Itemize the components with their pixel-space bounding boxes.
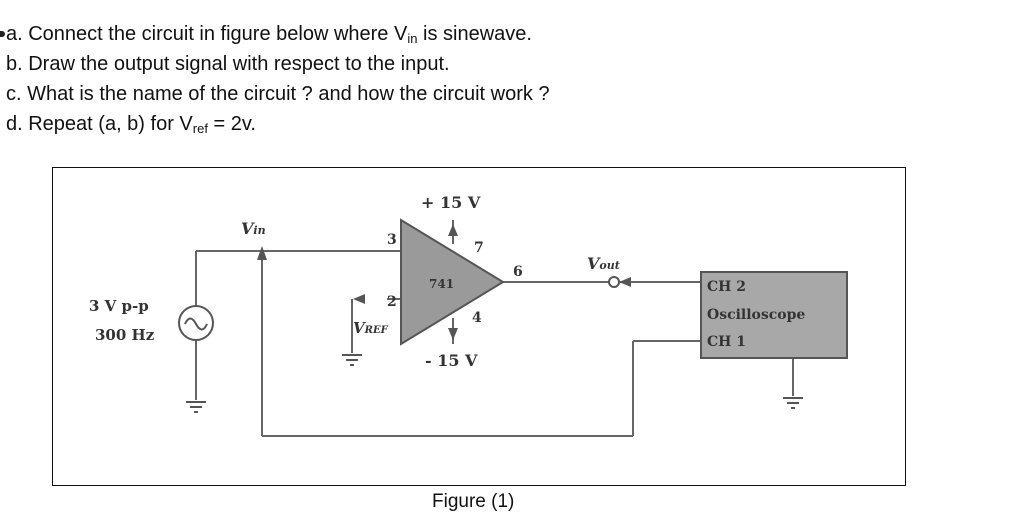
- figure-caption: Figure (1): [432, 491, 515, 512]
- vin-arrow-icon: [257, 246, 267, 260]
- pin-4-label: 4: [472, 310, 482, 326]
- sine-wave-icon: [184, 317, 208, 331]
- vin-label: Vin: [241, 219, 266, 238]
- vplus-label: + 15 V: [421, 193, 481, 212]
- vminus-arrow-icon: [448, 328, 458, 340]
- ch2-label: CH 2: [707, 279, 746, 295]
- vplus-arrow-icon: [448, 224, 458, 236]
- question-a: a. Connect the circuit in figure below w…: [6, 23, 532, 46]
- vref-arrow-icon: [353, 294, 365, 304]
- oscilloscope-box: [700, 271, 848, 359]
- question-d: d. Repeat (a, b) for Vref = 2v.: [6, 113, 256, 136]
- pin-2-label: 2: [387, 294, 397, 310]
- circuit-diagram: 741 CH 2 Oscilloscope CH 1 + 15 V - 15 V…: [89, 193, 848, 437]
- pin-3-label: 3: [387, 232, 397, 248]
- source-amplitude-label: 3 V p-p: [89, 297, 149, 315]
- opamp-triangle: [400, 218, 505, 346]
- oscilloscope-label: Oscilloscope: [707, 307, 805, 323]
- source-frequency-label: 300 Hz: [95, 326, 155, 344]
- pin-7-label: 7: [474, 240, 484, 256]
- vout-arrow-icon: [619, 277, 631, 287]
- vref-label: VREF: [353, 319, 389, 337]
- vref-ground-icon: [342, 354, 362, 366]
- vminus-label: - 15 V: [425, 351, 478, 370]
- vout-terminal: [608, 276, 620, 288]
- bullet-mark: [0, 31, 5, 37]
- source-ground-icon: [186, 401, 206, 413]
- vout-label: Vout: [587, 254, 620, 273]
- pin-6-label: 6: [513, 264, 523, 280]
- question-b: b. Draw the output signal with respect t…: [6, 53, 450, 75]
- circuit-figure: 741 CH 2 Oscilloscope CH 1 + 15 V - 15 V…: [52, 167, 906, 486]
- ch1-label: CH 1: [707, 334, 746, 350]
- scope-ground-icon: [783, 397, 803, 409]
- opamp-label: 741: [429, 277, 454, 291]
- question-c: c. What is the name of the circuit ? and…: [6, 83, 550, 105]
